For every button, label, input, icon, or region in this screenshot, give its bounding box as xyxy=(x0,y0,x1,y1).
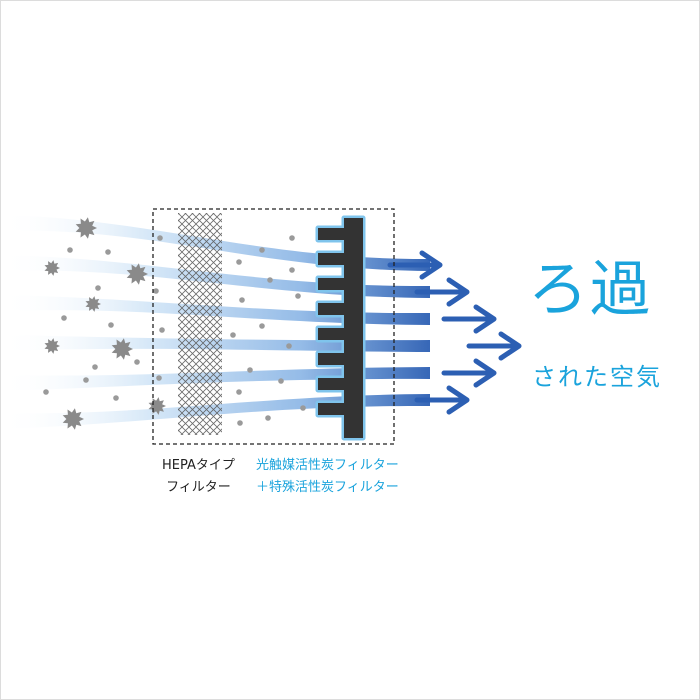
small-particle xyxy=(286,343,292,349)
small-particle xyxy=(239,297,245,303)
small-particle xyxy=(236,389,242,395)
small-particle xyxy=(157,235,163,241)
dust-particle-icon xyxy=(44,338,60,354)
small-particle xyxy=(278,378,284,384)
small-particle xyxy=(113,395,119,401)
hepa-label-line2: フィルター xyxy=(166,480,231,495)
small-particle xyxy=(230,332,236,338)
small-particle xyxy=(265,415,271,421)
arrow-icon xyxy=(441,304,497,334)
arrow-icon xyxy=(466,331,522,361)
arrow-icon xyxy=(414,277,470,307)
arrow-icon xyxy=(441,358,497,388)
small-particle xyxy=(61,315,67,321)
arrow-icon xyxy=(387,250,443,280)
carbon-label-line2: ＋特殊活性炭フィルター xyxy=(256,480,399,495)
hepa-filter-mesh xyxy=(178,213,222,435)
small-particle xyxy=(289,235,295,241)
filter-housing-outline xyxy=(152,208,395,445)
small-particle xyxy=(105,249,111,255)
small-particle xyxy=(159,327,165,333)
small-particle xyxy=(237,420,243,426)
arrow-icon xyxy=(414,385,470,415)
small-particle xyxy=(267,277,273,283)
small-particle xyxy=(295,293,301,299)
carbon-label-line1: 光触媒活性炭フィルター xyxy=(256,458,399,473)
dust-particle-icon xyxy=(44,260,60,276)
carbon-filter-label: 光触媒活性炭フィルター ＋特殊活性炭フィルター xyxy=(256,455,399,499)
dust-particle-icon xyxy=(62,408,84,430)
small-particle xyxy=(156,375,162,381)
small-particle xyxy=(92,364,98,370)
small-particle xyxy=(153,288,159,294)
hepa-label-line1: HEPAタイプ xyxy=(162,458,235,473)
small-particle xyxy=(108,322,114,328)
filtered-subtitle: された空気 xyxy=(532,363,662,391)
dust-particle-icon xyxy=(111,338,133,360)
small-particle xyxy=(289,267,295,273)
small-particle xyxy=(300,405,306,411)
dust-particle-icon xyxy=(126,263,148,285)
small-particle xyxy=(134,359,140,365)
carbon-filter-icon xyxy=(315,215,366,441)
airflow-beams xyxy=(0,215,522,429)
dust-particles xyxy=(43,217,306,430)
small-particle xyxy=(43,389,49,395)
filtered-title: ろ過 xyxy=(528,255,652,325)
small-particle xyxy=(236,259,242,265)
small-particle xyxy=(259,323,265,329)
dust-particle-icon xyxy=(85,296,101,312)
small-particle xyxy=(259,247,265,253)
dust-particle-icon xyxy=(75,217,97,239)
small-particle xyxy=(83,377,89,383)
small-particle xyxy=(95,285,101,291)
small-particle xyxy=(247,367,253,373)
hepa-filter-label: HEPAタイプ フィルター xyxy=(162,455,235,499)
small-particle xyxy=(67,247,73,253)
